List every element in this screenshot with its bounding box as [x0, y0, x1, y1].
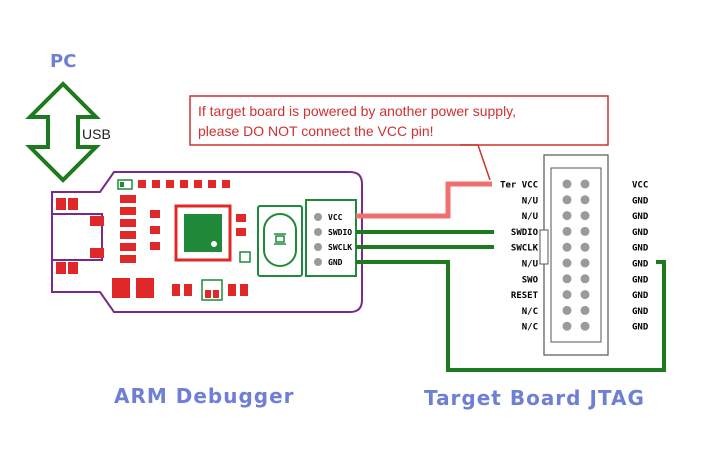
jtag-right-pin-label: GND — [632, 260, 649, 270]
vcc-wire — [356, 181, 492, 219]
jtag-pin — [562, 211, 572, 221]
jtag-pin — [580, 258, 590, 268]
jtag-left-pin-label: N/U — [522, 196, 538, 206]
jtag-left-pin-label: SWO — [522, 275, 539, 285]
jtag-left-pin-label: N/U — [522, 260, 538, 270]
jtag-pin — [580, 211, 590, 221]
debugger-pin-label: GND — [328, 258, 343, 267]
jtag-right-pin-label: GND — [632, 196, 649, 206]
smd-components — [112, 179, 251, 301]
jtag-pin — [562, 226, 572, 236]
debugger-pin-label: VCC — [328, 213, 343, 222]
warning-line-1: If target board is powered by another po… — [198, 103, 516, 119]
jtag-left-pin-label: N/C — [522, 307, 538, 317]
usb-arrow-icon — [25, 81, 101, 183]
warning-line-2: please DO NOT connect the VCC pin! — [198, 123, 434, 139]
swd-header — [305, 199, 357, 277]
jtag-right-pin-label: GND — [632, 228, 649, 238]
jtag-right-pin-label: GND — [632, 212, 649, 222]
jtag-pin — [562, 290, 572, 300]
jtag-pin — [580, 195, 590, 205]
jtag-pin — [580, 226, 590, 236]
jtag-left-labels: Ter VCC N/U N/U SWDIO SWCLK N/U SWO RESET N/C N/C — [500, 181, 539, 333]
jtag-right-pin-label: GND — [632, 244, 649, 254]
pc-label: PC — [50, 51, 76, 72]
jtag-pin — [562, 195, 572, 205]
jtag-pin-grid — [562, 179, 590, 331]
jtag-right-pin-label: VCC — [632, 181, 648, 191]
jtag-left-pin-label: N/U — [522, 212, 538, 222]
jtag-right-pin-label: GND — [632, 275, 649, 285]
jtag-pin — [562, 305, 572, 315]
jtag-right-pin-label: GND — [632, 307, 649, 317]
jtag-left-pin-label: N/C — [522, 323, 538, 333]
jtag-connector — [539, 154, 609, 356]
jtag-left-pin-label: SWDIO — [511, 228, 539, 238]
crystal — [257, 205, 303, 277]
debugger-pin-label: SWDIO — [328, 228, 352, 237]
jtag-left-pin-label: Ter VCC — [500, 181, 538, 191]
jtag-pin — [580, 321, 590, 331]
jtag-right-pin-label: GND — [632, 323, 649, 333]
target-board-label: Target Board JTAG — [424, 386, 645, 410]
jtag-left-pin-label: RESET — [511, 291, 539, 301]
warning-callout — [189, 95, 609, 181]
usb-label: USB — [82, 126, 111, 142]
jtag-pin — [562, 321, 572, 331]
jtag-pin — [580, 290, 590, 300]
jtag-pin — [580, 242, 590, 252]
jtag-pin — [580, 274, 590, 284]
jtag-pin — [562, 274, 572, 284]
jtag-pin — [562, 242, 572, 252]
jtag-right-pin-label: GND — [632, 291, 649, 301]
mcu-chip — [174, 204, 232, 262]
arm-debugger-label: ARM Debugger — [114, 384, 295, 408]
jtag-pin — [562, 179, 572, 189]
jtag-pin — [580, 305, 590, 315]
jtag-pin — [580, 179, 590, 189]
debugger-pin-label: SWCLK — [328, 243, 352, 252]
jtag-right-labels: VCC GND GND GND GND GND GND GND GND GND — [632, 181, 649, 333]
usb-connector — [51, 198, 104, 274]
gnd-wire — [356, 260, 666, 372]
jtag-pin — [562, 258, 572, 268]
jtag-left-pin-label: SWCLK — [511, 244, 539, 254]
